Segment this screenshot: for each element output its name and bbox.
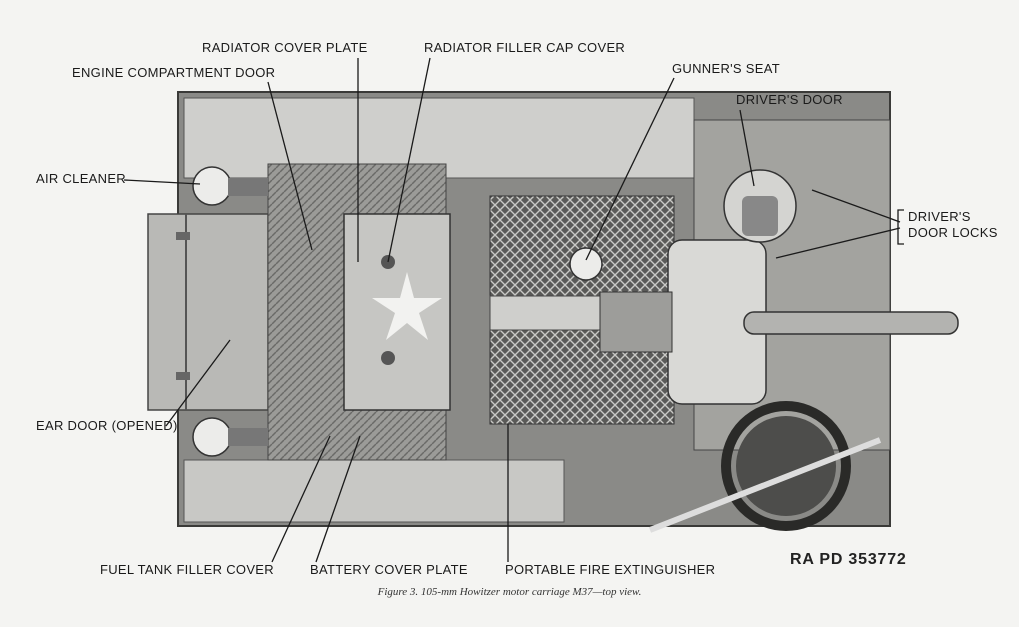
label-radiator-cover-plate: RADIATOR COVER PLATE [202, 40, 368, 55]
label-radiator-filler-cap-cover: RADIATOR FILLER CAP COVER [424, 40, 626, 55]
label-fuel-tank-filler-cover: FUEL TANK FILLER COVER [100, 562, 274, 577]
label-drivers-door: DRIVER'S DOOR [736, 92, 843, 107]
label-drivers-door-locks-line2: DOOR LOCKS [908, 225, 998, 240]
ear-door-panel [147, 213, 269, 411]
label-engine-compartment-door: ENGINE COMPARTMENT DOOR [72, 65, 276, 80]
label-battery-cover-plate: BATTERY COVER PLATE [310, 562, 468, 577]
label-drivers-door-locks-line1: DRIVER'S [908, 209, 971, 224]
radiator-cover-plate-panel [343, 213, 451, 411]
figure-code: RA PD 353772 [790, 551, 907, 568]
air-cleaner-bottom [192, 417, 268, 457]
figure-caption: Figure 3. 105-mm Howitzer motor carriage… [377, 586, 642, 598]
label-portable-fire-extinguisher: PORTABLE FIRE EXTINGUISHER [505, 562, 716, 577]
air-cleaner-top [192, 166, 268, 206]
howitzer [599, 239, 959, 405]
leader-lines [123, 57, 904, 563]
drivers-door-shape [723, 169, 797, 243]
label-ear-door: EAR DOOR (OPENED) [36, 418, 178, 433]
label-gunners-seat: GUNNER'S SEAT [672, 61, 780, 76]
label-air-cleaner: AIR CLEANER [36, 171, 126, 186]
gunners-seat-shape [569, 247, 603, 281]
star-insignia [372, 272, 442, 340]
gun-ring [648, 401, 882, 533]
